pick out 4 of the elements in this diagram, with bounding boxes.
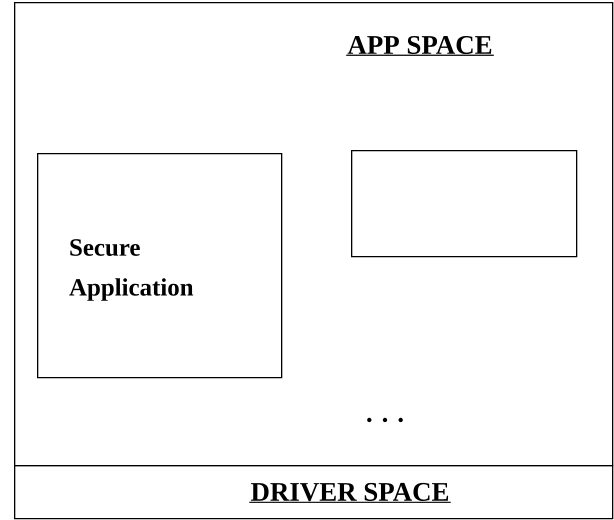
app-box — [351, 150, 578, 258]
app-box: Secure Application — [37, 153, 282, 378]
region-box: DRIVER SPACE — [14, 465, 614, 520]
ellipsis: . . . — [367, 418, 403, 422]
